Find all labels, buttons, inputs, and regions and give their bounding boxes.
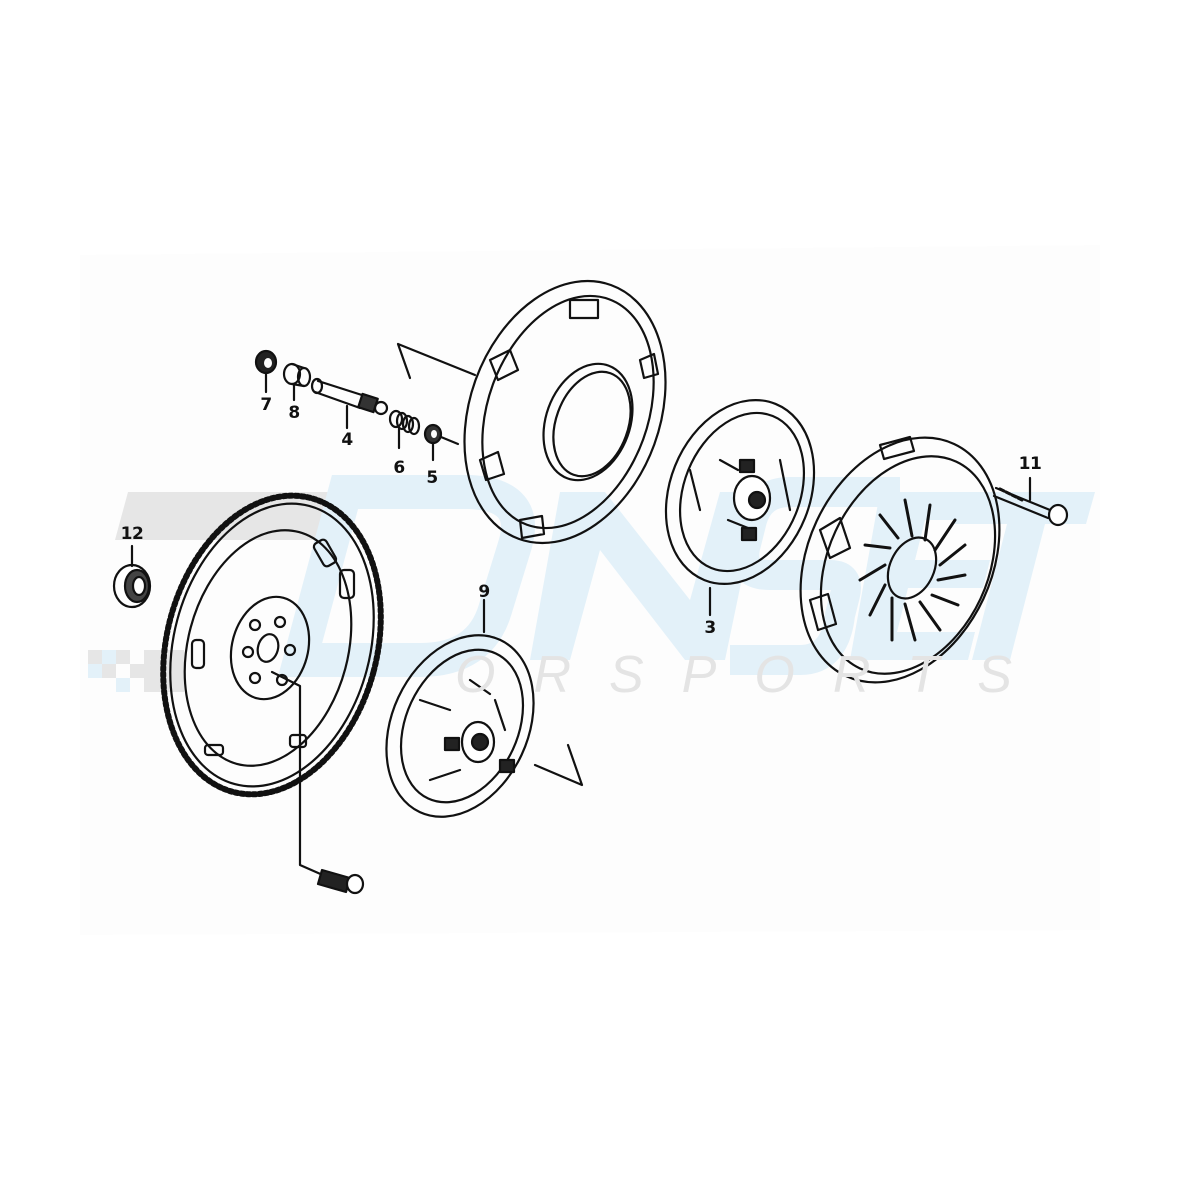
- part-11-bolt: [992, 476, 1069, 527]
- part-clutch-cover-ring: [463, 279, 667, 545]
- part-12-pilot-bearing: [112, 544, 152, 609]
- callout-12: 12: [120, 524, 144, 544]
- flywheel-bolt-leader: [270, 670, 327, 878]
- part-8-collar: [282, 362, 312, 402]
- part-flywheel: [160, 492, 384, 878]
- part-4-shaft: [310, 377, 389, 430]
- callout-4: 4: [341, 430, 353, 450]
- callout-11: 11: [1018, 454, 1042, 474]
- part-5-nut: [423, 423, 460, 462]
- watermark-tagline: ORSPORTS: [455, 646, 1050, 704]
- part-6-spring: [388, 409, 421, 450]
- group-leader-line: [396, 342, 477, 380]
- part-9-clutch-disc: [385, 598, 584, 818]
- callout-7: 7: [260, 395, 272, 415]
- callout-8: 8: [288, 403, 300, 423]
- group-leader-line-2: [533, 743, 584, 787]
- callout-5: 5: [426, 468, 438, 488]
- callout-3: 3: [704, 618, 716, 638]
- callout-9: 9: [478, 582, 490, 602]
- part-flywheel-bolt: [316, 868, 365, 895]
- part-7-bushing: [254, 349, 278, 394]
- part-pressure-plate: [799, 435, 1001, 684]
- callout-6: 6: [393, 458, 405, 478]
- part-3-clutch-disc: [664, 398, 816, 617]
- background-panel: [80, 245, 1100, 935]
